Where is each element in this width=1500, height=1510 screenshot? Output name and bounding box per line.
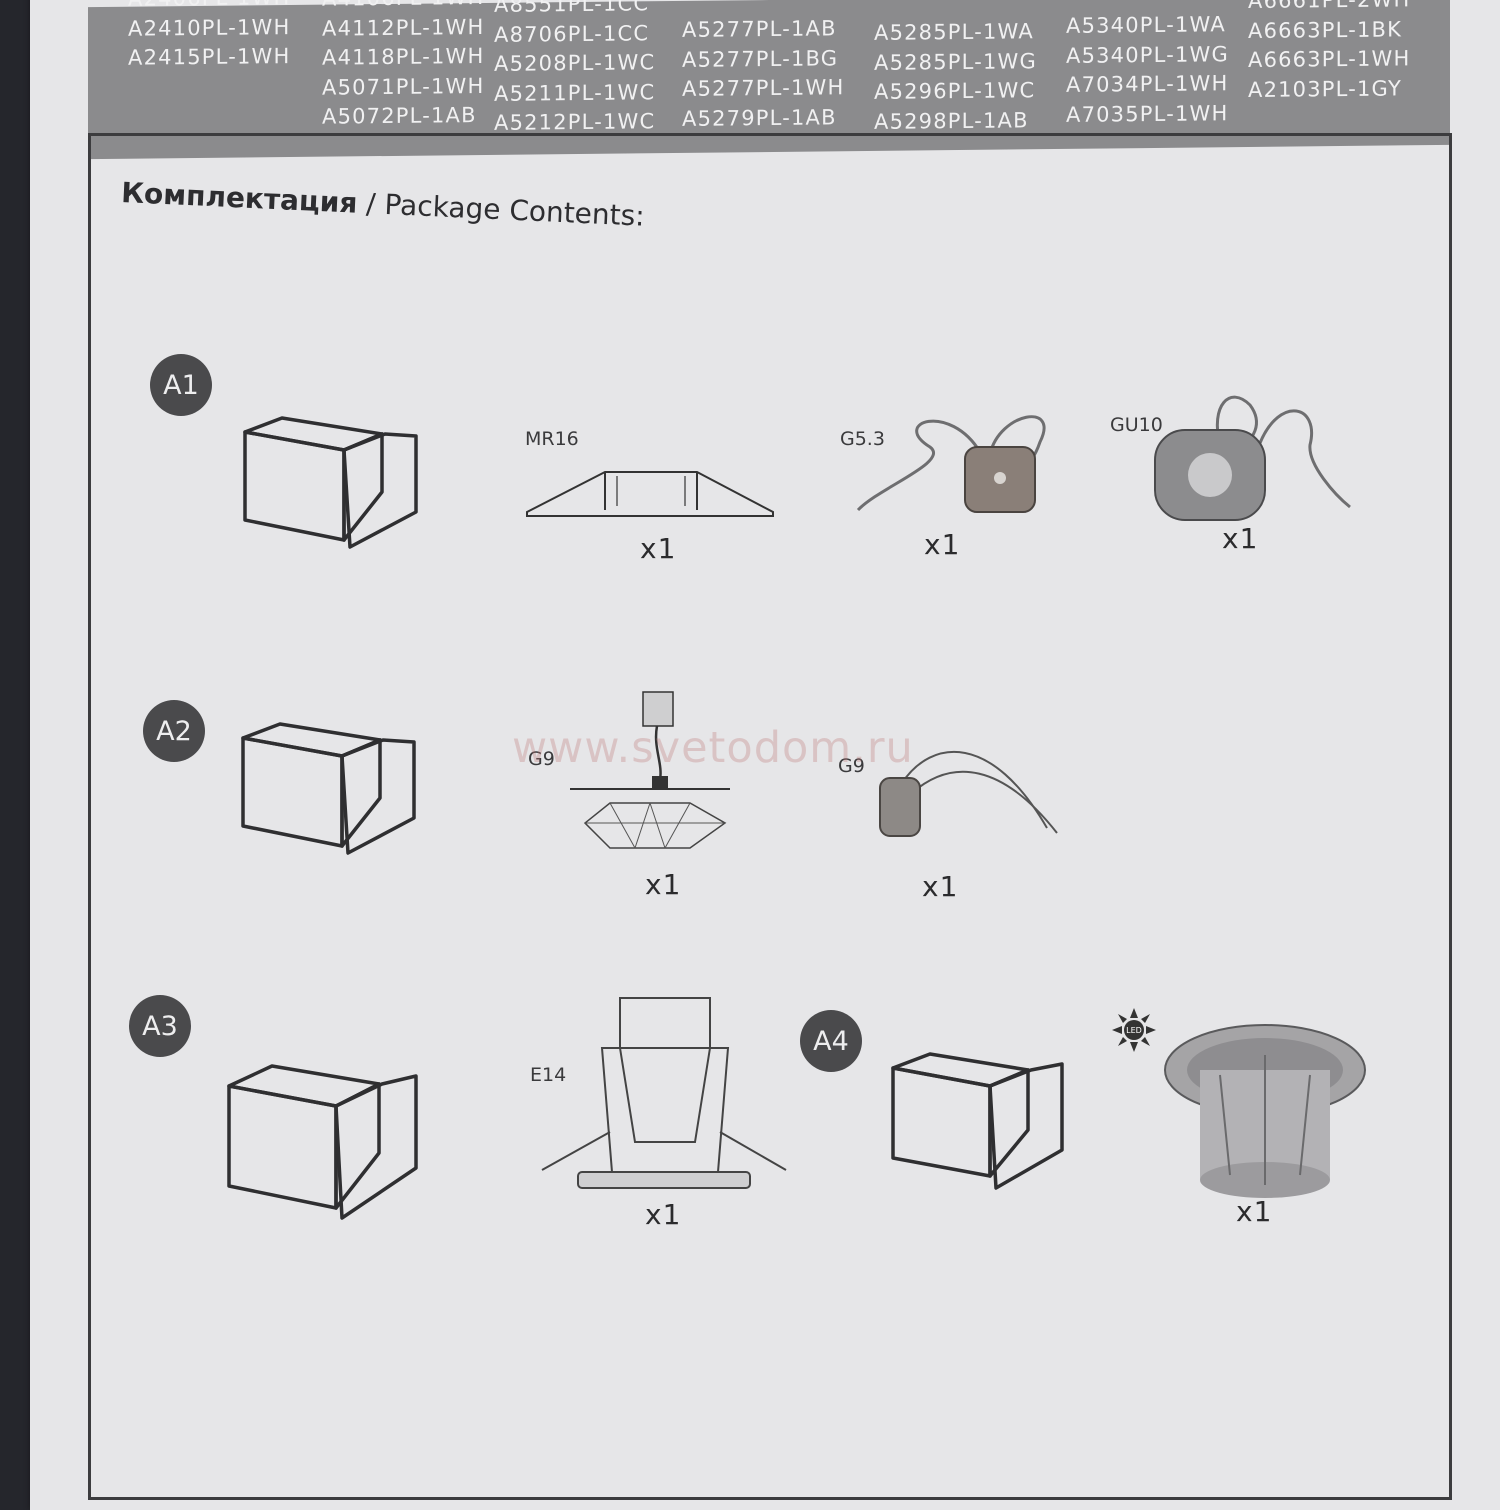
model-number: A7035PL-1WH bbox=[1066, 100, 1229, 127]
quantity: x1 bbox=[922, 870, 959, 903]
package-contents-frame bbox=[88, 133, 1452, 1500]
model-number: A5340PL-1WG bbox=[1066, 41, 1229, 68]
model-number: A4106PL-1WH bbox=[322, 0, 485, 14]
watermark: www.svetodom.ru bbox=[512, 723, 914, 773]
model-number: A5072PL-1AB bbox=[322, 103, 477, 129]
model-number: A6663PL-1WH bbox=[1248, 46, 1411, 72]
model-number: A5277PL-1AB bbox=[682, 16, 837, 42]
model-number: A4112PL-1WH bbox=[322, 14, 485, 41]
led-sun-icon: LED bbox=[1112, 1008, 1156, 1052]
g53-socket-drawing bbox=[856, 415, 1046, 513]
quantity: x1 bbox=[1222, 522, 1259, 555]
part-label-mr16: MR16 bbox=[525, 428, 579, 450]
package-box-icon bbox=[243, 416, 418, 549]
mr16-frame-drawing bbox=[526, 471, 774, 517]
quantity: x1 bbox=[645, 1198, 682, 1231]
model-number: A5296PL-1WC bbox=[874, 78, 1036, 104]
package-box-icon bbox=[241, 722, 416, 855]
model-number: A2103PL-1GY bbox=[1248, 75, 1402, 102]
model-column-1: A2406PL-1WH A2410PL-1WH A2415PL-1WH bbox=[128, 0, 291, 73]
part-label-gu10: GU10 bbox=[1110, 414, 1163, 436]
model-column-7: A6661PL-2WH A6663PL-1BK A6663PL-1WH A210… bbox=[1248, 0, 1411, 105]
model-number: A6661PL-2WH bbox=[1248, 0, 1411, 13]
model-column-3: A8551PL-1CC A8706PL-1CC A5208PL-1WC A521… bbox=[494, 0, 655, 138]
badge-a4: A4 bbox=[800, 1010, 862, 1072]
badge-a1: A1 bbox=[150, 354, 212, 416]
model-number: A4118PL-1WH bbox=[322, 43, 485, 70]
led-crystal-fixture-drawing bbox=[1164, 1024, 1366, 1198]
e14-fixture-drawing bbox=[541, 997, 787, 1189]
model-number: A2410PL-1WH bbox=[128, 14, 291, 41]
package-box-icon bbox=[891, 1052, 1064, 1190]
model-number: A5340PL-1WA bbox=[1066, 12, 1226, 38]
model-number: A2415PL-1WH bbox=[128, 44, 291, 70]
part-label-e14: E14 bbox=[530, 1064, 567, 1086]
model-number: A8706PL-1CC bbox=[494, 20, 650, 47]
quantity: x1 bbox=[924, 528, 961, 561]
model-number: A8551PL-1CC bbox=[494, 0, 650, 17]
model-number: A6663PL-1BK bbox=[1248, 16, 1403, 43]
g9-socket-drawing bbox=[879, 751, 1058, 837]
model-number: A5071PL-1WH bbox=[322, 73, 485, 100]
heading-separator: / bbox=[356, 186, 386, 221]
part-label-g53: G5.3 bbox=[840, 428, 885, 450]
model-column-5: A5285PL-1WA A5285PL-1WG A5296PL-1WC A529… bbox=[874, 17, 1037, 137]
package-box-icon bbox=[227, 1064, 418, 1220]
model-column-4: A5277PL-1AB A5277PL-1BG A5277PL-1WH A527… bbox=[682, 14, 845, 134]
model-number: A5285PL-1WA bbox=[874, 19, 1034, 45]
model-number: A5211PL-1WC bbox=[494, 79, 656, 106]
badge-a2: A2 bbox=[143, 700, 205, 762]
instruction-sheet bbox=[30, 0, 1500, 1510]
g9-crystal-fixture-drawing bbox=[570, 691, 730, 849]
quantity: x1 bbox=[1236, 1195, 1273, 1228]
model-column-2: A4106PL-1WH A4112PL-1WH A4118PL-1WH A507… bbox=[322, 0, 485, 132]
led-label: LED bbox=[1126, 1026, 1142, 1035]
model-column-6: A5340PL-1WA A5340PL-1WG A7034PL-1WH A703… bbox=[1066, 10, 1229, 130]
part-label-g9: G9 bbox=[528, 748, 555, 770]
model-number: A5277PL-1WH bbox=[682, 75, 845, 101]
badge-a3: A3 bbox=[129, 995, 191, 1057]
model-number: A5285PL-1WG bbox=[874, 48, 1037, 75]
model-number: A5277PL-1BG bbox=[682, 45, 839, 72]
model-number: A2406PL-1WH bbox=[128, 0, 291, 14]
model-number: A5208PL-1WC bbox=[494, 50, 656, 76]
part-label-g9: G9 bbox=[838, 755, 865, 777]
gu10-socket-drawing bbox=[1154, 395, 1351, 521]
quantity: x1 bbox=[645, 868, 682, 901]
quantity: x1 bbox=[640, 532, 677, 565]
model-number: A7034PL-1WH bbox=[1066, 71, 1229, 97]
model-number: A5279PL-1AB bbox=[682, 104, 837, 131]
